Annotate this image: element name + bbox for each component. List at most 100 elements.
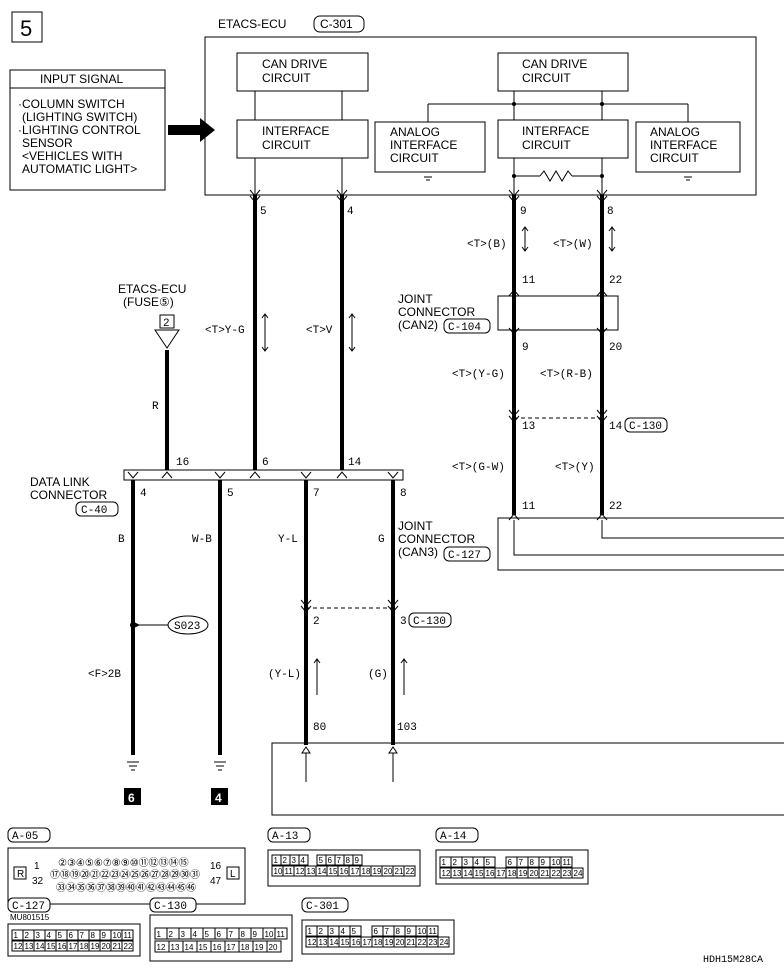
connector-cell (483, 856, 496, 868)
connector-pin-label: 22 (124, 942, 133, 951)
connector-pin-label: 7 (519, 858, 524, 867)
svg-text:80: 80 (313, 722, 326, 734)
svg-text:C-130: C-130 (154, 901, 187, 913)
connector-pin-label: 23 (563, 869, 572, 878)
connector-pin-label: 22 (406, 867, 415, 876)
svg-text:CAN DRIVE: CAN DRIVE (262, 57, 327, 71)
connector-pin-label: 1 (157, 930, 162, 939)
ecu-connector-badge (313, 15, 365, 33)
connector-pin-label: 8 (396, 927, 401, 936)
figure-code: HDH15M28CA (703, 955, 763, 966)
connector-pin-label: 8 (530, 858, 535, 867)
svg-text:CIRCUIT: CIRCUIT (650, 151, 699, 165)
connector-pin-label: 9 (253, 930, 258, 939)
joint2-line-2: CONNECTOR (398, 305, 475, 319)
svg-text:CIRCUIT: CIRCUIT (390, 151, 439, 165)
connector-pin-label: 13 (307, 867, 316, 876)
svg-text:②③④⑤⑥⑦⑧⑨⑩⑪⑫⑬⑭⑮: ②③④⑤⑥⑦⑧⑨⑩⑪⑫⑬⑭⑮ (58, 857, 189, 869)
connector-pin-label: 16 (486, 869, 495, 878)
svg-text:20: 20 (609, 342, 622, 354)
svg-text:5: 5 (227, 488, 234, 500)
connector-pin-label: 18 (80, 942, 89, 951)
svg-text:<T>(Y-G): <T>(Y-G) (452, 369, 505, 381)
input-line-2: (LIGHTING SWITCH) (22, 110, 137, 124)
connector-pin-label: 17 (69, 942, 78, 951)
connector-pin-label: 13 (171, 943, 180, 952)
svg-text:11: 11 (522, 501, 536, 513)
can-drive-circuit-1 (236, 52, 369, 92)
svg-text:(G): (G) (368, 669, 388, 681)
connector-pin-label: 10 (418, 927, 427, 936)
connector-pin-label: 12 (308, 938, 317, 947)
svg-text:9: 9 (522, 342, 529, 354)
joint3-line-3: (CAN3) (398, 545, 438, 559)
joint2-line-1: JOINT (398, 292, 433, 306)
input-line-3: ·LIGHTING CONTROL (18, 123, 141, 137)
connector-pin-label: 16 (352, 938, 361, 947)
connector-pin-label: 8 (91, 931, 96, 940)
input-arrow-icon (168, 118, 215, 142)
svg-text:2: 2 (163, 318, 170, 330)
svg-text:C-301: C-301 (306, 901, 339, 913)
ground-icon (127, 761, 139, 771)
svg-text:32: 32 (32, 876, 44, 887)
connector-pin-label: 4 (301, 856, 306, 865)
connector-cell (352, 854, 363, 866)
connector-pin-label: 5 (319, 856, 324, 865)
connector-pin-label: 18 (241, 943, 250, 952)
connector-pin-label: 7 (385, 927, 390, 936)
connector-pin-label: 14 (36, 942, 45, 951)
svg-text:INTERFACE: INTERFACE (522, 124, 589, 138)
svg-text:8: 8 (607, 206, 614, 218)
svg-text:<T>(R-B): <T>(R-B) (540, 369, 593, 381)
connector-pin-label: 9 (102, 931, 107, 940)
svg-text:R: R (17, 869, 24, 880)
input-line-1: ·COLUMN SWITCH (18, 97, 125, 111)
connector-pin-label: 6 (508, 858, 513, 867)
svg-text:Y-L: Y-L (278, 534, 298, 546)
svg-text:22: 22 (609, 501, 622, 513)
connector-pin-label: 19 (385, 938, 394, 947)
connector-pin-label: 3 (181, 930, 186, 939)
svg-text:CAN DRIVE: CAN DRIVE (522, 57, 587, 71)
connector-pin-label: 12 (442, 869, 451, 878)
connector-pin-label: 4 (193, 930, 198, 939)
connector-pin-label: 24 (440, 938, 449, 947)
connector-pin-label: 6 (217, 930, 222, 939)
connector-cell (437, 936, 450, 948)
connector-pin-label: 12 (14, 942, 23, 951)
connector-pin-label: 18 (374, 938, 383, 947)
connector-pin-label: 21 (395, 867, 404, 876)
connector-cell (121, 940, 134, 952)
connector-pin-label: 22 (418, 938, 427, 947)
ground-icon (424, 176, 432, 181)
connector-pin-label: 4 (47, 931, 52, 940)
connector-cell (403, 865, 416, 877)
connector-pin-label: 11 (285, 867, 294, 876)
connector-pin-label: 15 (329, 867, 338, 876)
connector-pin-label: 16 (340, 867, 349, 876)
joint2-connector: C-104 (448, 322, 481, 334)
connector-cell (426, 925, 439, 937)
connector-pin-label: 14 (318, 867, 327, 876)
svg-text:14: 14 (609, 421, 623, 433)
svg-text:CIRCUIT: CIRCUIT (522, 71, 571, 85)
svg-text:A-05: A-05 (12, 831, 38, 843)
connector-pin-label: 1 (308, 927, 313, 936)
svg-text:22: 22 (609, 275, 622, 287)
connector-pin-label: 15 (475, 869, 484, 878)
connector-pin-label: 2 (283, 856, 288, 865)
connector-pin-label: 12 (296, 867, 305, 876)
connector-pin-label: 19 (519, 869, 528, 878)
connector-pin-label: 2 (319, 927, 324, 936)
dlc-line-1: DATA LINK (30, 475, 90, 489)
svg-text:W-B: W-B (192, 534, 212, 546)
input-line-5: <VEHICLES WITH (22, 149, 122, 163)
analog-interface-circuit-1 (374, 121, 486, 173)
connector-pin-label: 17 (497, 869, 506, 878)
connector-pin-label: 9 (541, 858, 546, 867)
